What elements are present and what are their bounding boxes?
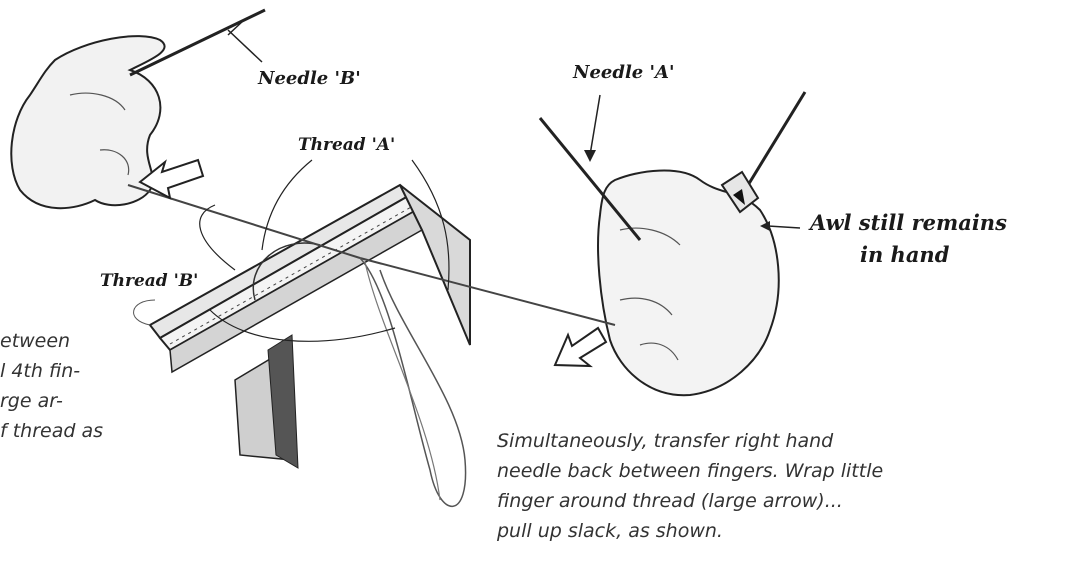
right-caption: Simultaneously, transfer right hand need… [497,426,883,546]
awl-label-line-2: in hand [860,242,949,267]
right-caption-line: pull up slack, as shown. [497,516,883,546]
awl-label-line-1: Awl still remains [810,210,1007,235]
left-caption-line: etween [0,326,103,356]
left-caption-line: l 4th fin- [0,356,103,386]
stitching-clamp-icon [134,185,470,468]
right-caption-line: needle back between fingers. Wrap little [497,456,883,486]
thread-b-label: Thread 'B' [100,271,198,291]
thread-a-label: Thread 'A' [298,135,395,155]
right-caption-line: Simultaneously, transfer right hand [497,426,883,456]
left-caption: etween l 4th fin- rge ar- f thread as [0,326,103,446]
needle-a-label: Needle 'A' [573,62,675,83]
right-caption-line: finger around thread (large arrow)... [497,486,883,516]
left-hand-icon [11,10,265,208]
left-caption-line: rge ar- [0,386,103,416]
needle-b-label: Needle 'B' [258,68,361,89]
awl-icon [722,92,805,212]
left-caption-line: f thread as [0,416,103,446]
